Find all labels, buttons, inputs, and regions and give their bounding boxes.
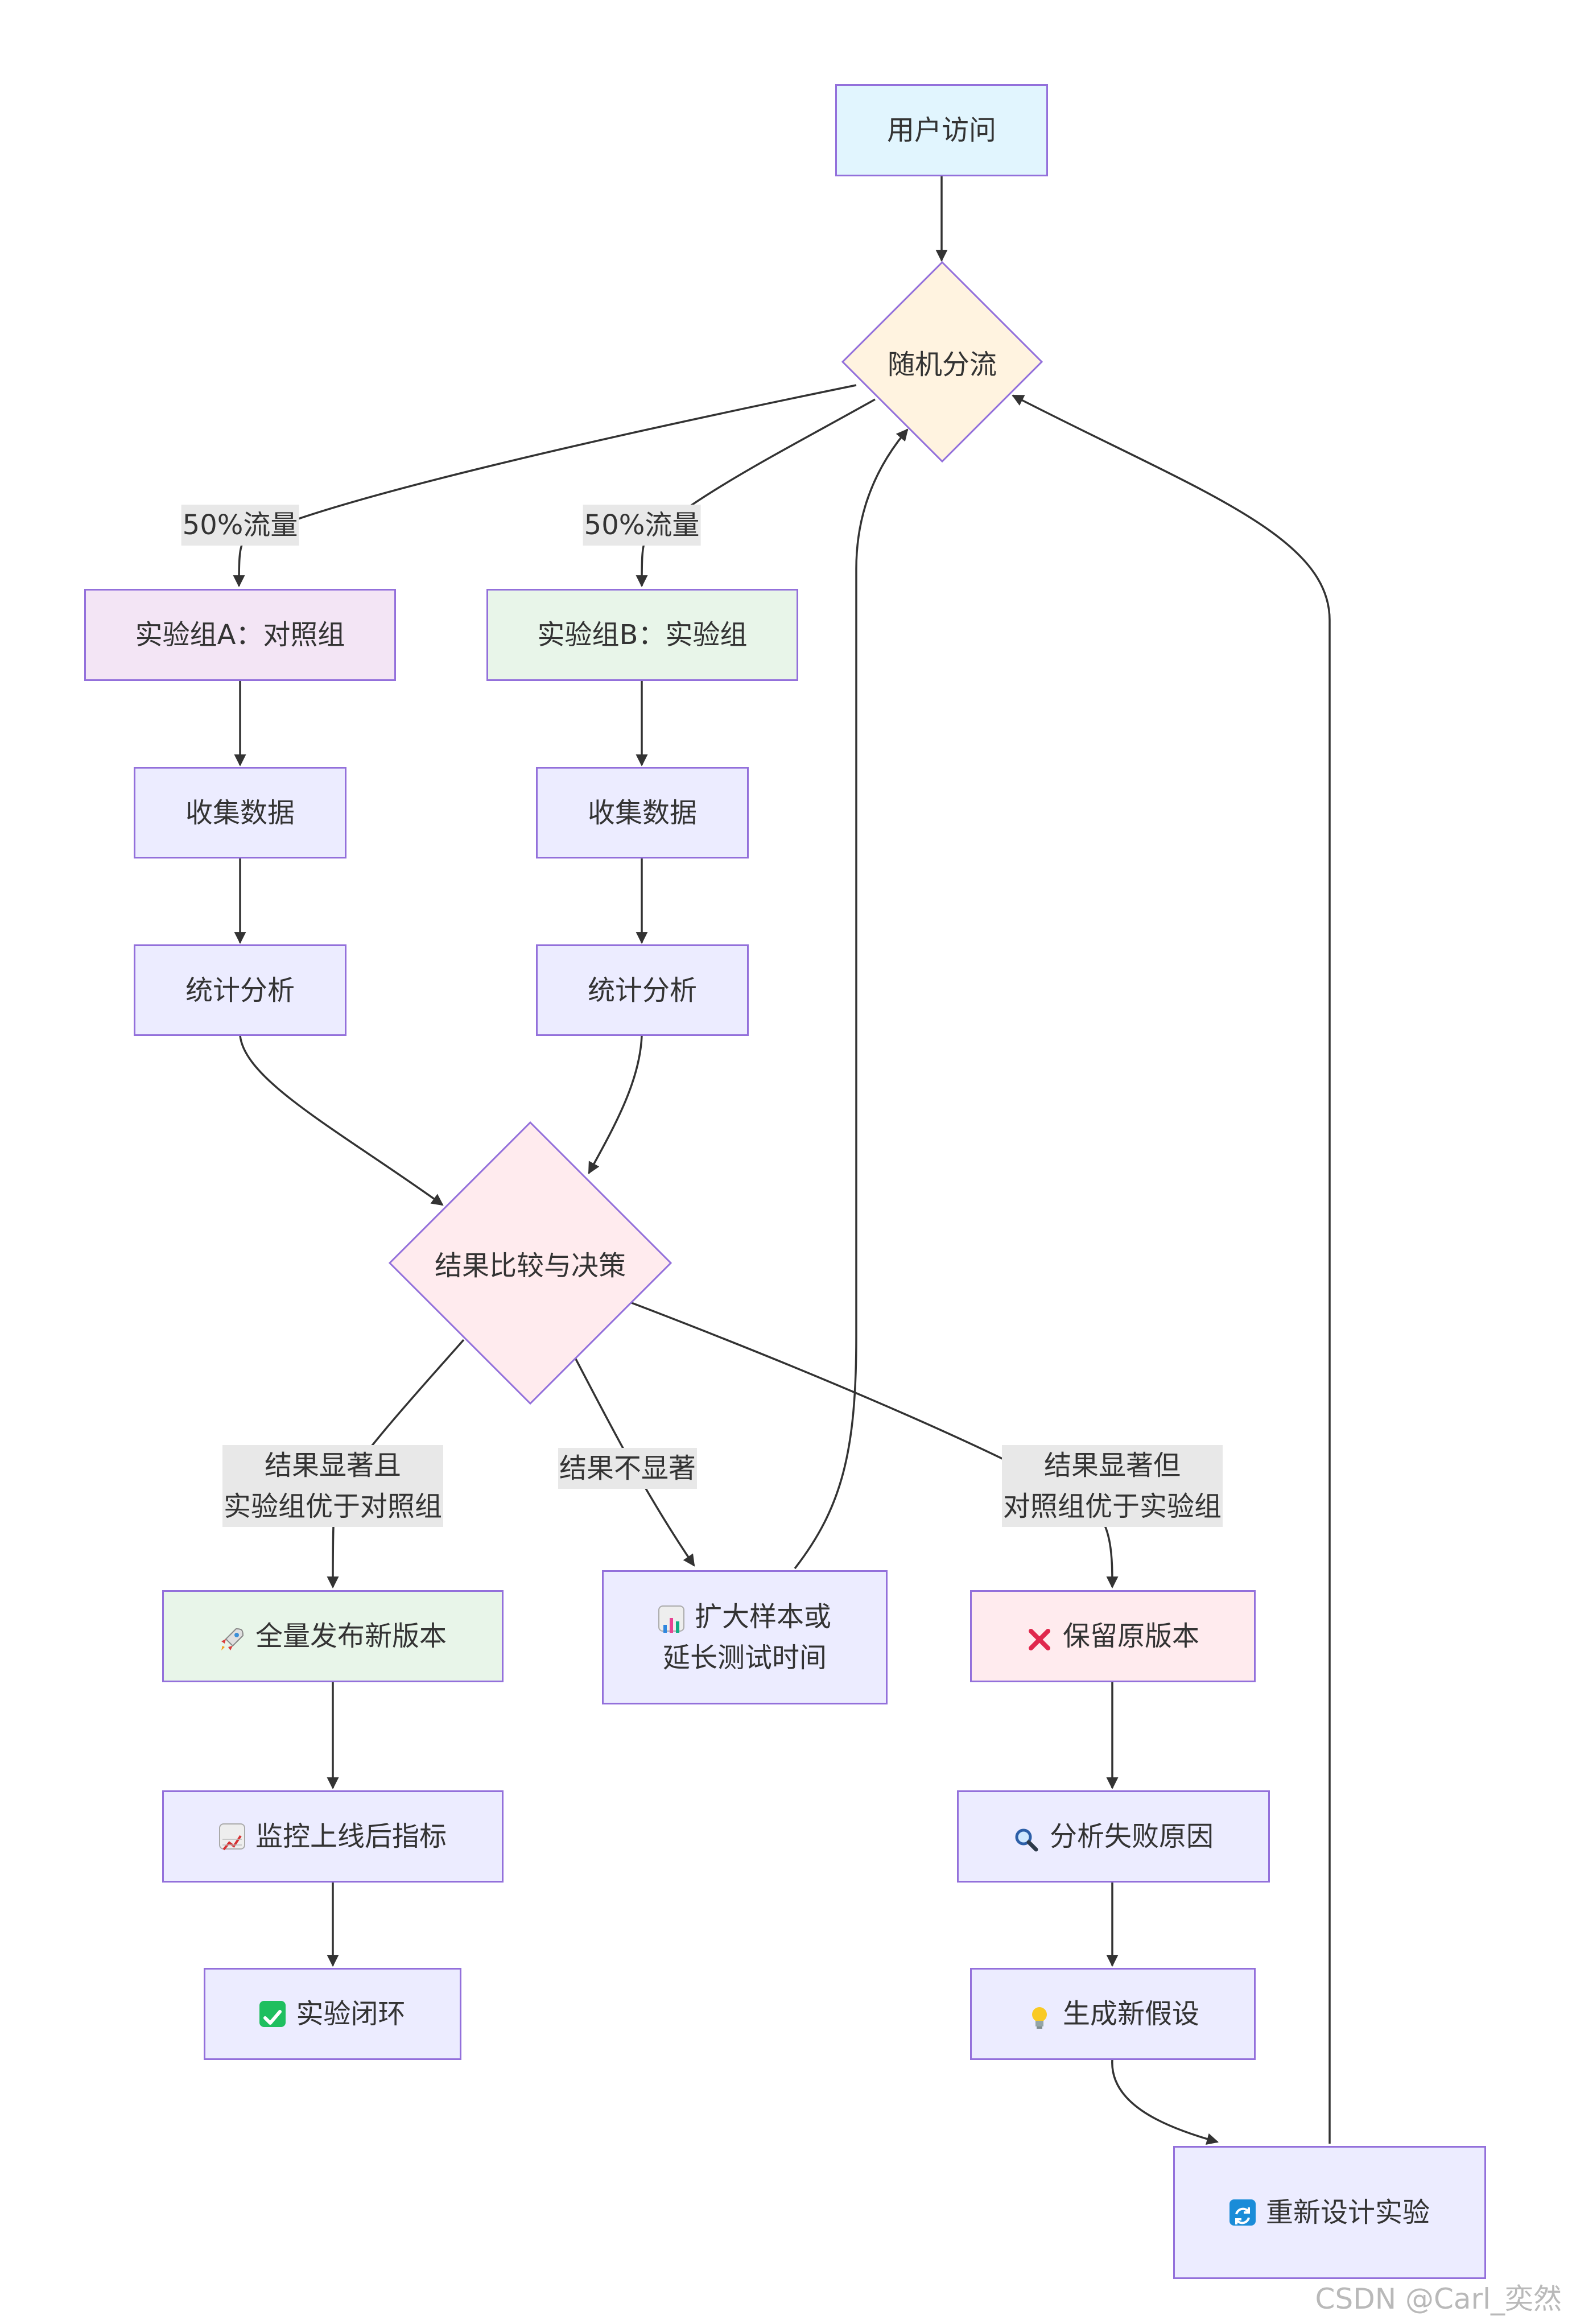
node-monitor: 监控上线后指标: [162, 1790, 504, 1883]
node-stats-a-label: 统计分析: [185, 974, 295, 1006]
refresh-icon: [1229, 2199, 1256, 2226]
cross-mark-icon: [1026, 1623, 1053, 1650]
node-new-hypo-label: 生成新假设: [1062, 1998, 1199, 2030]
node-release-label: 全量发布新版本: [255, 1620, 447, 1652]
node-new-hypo: 生成新假设: [970, 1968, 1256, 2060]
node-collect-a-label: 收集数据: [185, 796, 295, 829]
edge-split-to-group-a: [233, 384, 857, 588]
bar-chart-icon: [658, 1605, 684, 1633]
edge-label-sig-worse: 结果显著但 对照组优于实验组: [1001, 1445, 1223, 1527]
edge-stats-b-to-compare: [588, 1035, 643, 1174]
node-expand: 扩大样本或 延长测试时间: [602, 1570, 888, 1704]
magnifier-icon: [1013, 1823, 1039, 1852]
node-keep: 保留原版本: [970, 1590, 1256, 1682]
node-group-b: 实验组B：实验组: [486, 589, 798, 681]
edge-split-to-group-b: [636, 398, 876, 588]
node-group-a-label: 实验组A：对照组: [135, 619, 345, 651]
edge-stats-a-to-compare: [239, 1035, 444, 1206]
node-close-loop: 实验闭环: [204, 1968, 461, 2060]
node-stats-b-label: 统计分析: [587, 974, 697, 1006]
node-user-visit-label: 用户访问: [886, 114, 996, 146]
node-analyze-fail-label: 分析失败原因: [1049, 1821, 1214, 1852]
edge-hypo-to-redesign: [1111, 2059, 1219, 2145]
node-collect-b-label: 收集数据: [587, 796, 697, 829]
light-bulb-icon: [1026, 2001, 1053, 2029]
edge-redesign-to-split: [1012, 394, 1331, 2144]
node-redesign-label: 重新设计实验: [1265, 2197, 1430, 2228]
node-expand-label: 扩大样本或 延长测试时间: [662, 1601, 831, 1674]
node-analyze-fail: 分析失败原因: [957, 1790, 1270, 1883]
edge-label-not-sig: 结果不显著: [558, 1448, 698, 1489]
node-collect-b: 收集数据: [536, 767, 749, 858]
node-stats-b: 统计分析: [536, 944, 749, 1036]
node-collect-a: 收集数据: [134, 767, 346, 858]
edge-label-traffic-b: 50%流量: [583, 505, 701, 546]
node-compare: 结果比较与决策: [388, 1121, 672, 1405]
node-redesign: 重新设计实验: [1173, 2146, 1486, 2279]
watermark: CSDN @Carl_奕然: [1315, 2282, 1562, 2315]
node-random-split-label: 随机分流: [887, 349, 997, 381]
node-compare-shape: [388, 1121, 672, 1405]
node-monitor-label: 监控上线后指标: [255, 1821, 447, 1852]
node-compare-label: 结果比较与决策: [434, 1250, 626, 1282]
node-keep-label: 保留原版本: [1062, 1620, 1199, 1652]
node-user-visit: 用户访问: [835, 84, 1048, 176]
edge-label-traffic-a: 50%流量: [181, 505, 299, 546]
node-close-loop-label: 实验闭环: [296, 1998, 406, 2030]
node-group-a: 实验组A：对照组: [84, 589, 396, 681]
rocket-icon: [219, 1623, 245, 1650]
node-random-split-shape: [841, 261, 1043, 463]
node-group-b-label: 实验组B：实验组: [537, 619, 748, 651]
edge-expand-to-split: [794, 428, 909, 1570]
edge-label-sig-better: 结果显著且 实验组优于对照组: [222, 1445, 444, 1527]
node-release: 全量发布新版本: [162, 1590, 504, 1682]
node-random-split: 随机分流: [841, 261, 1043, 463]
node-stats-a: 统计分析: [134, 944, 346, 1036]
trend-chart-icon: [218, 1823, 245, 1851]
check-mark-icon: [259, 2001, 286, 2027]
